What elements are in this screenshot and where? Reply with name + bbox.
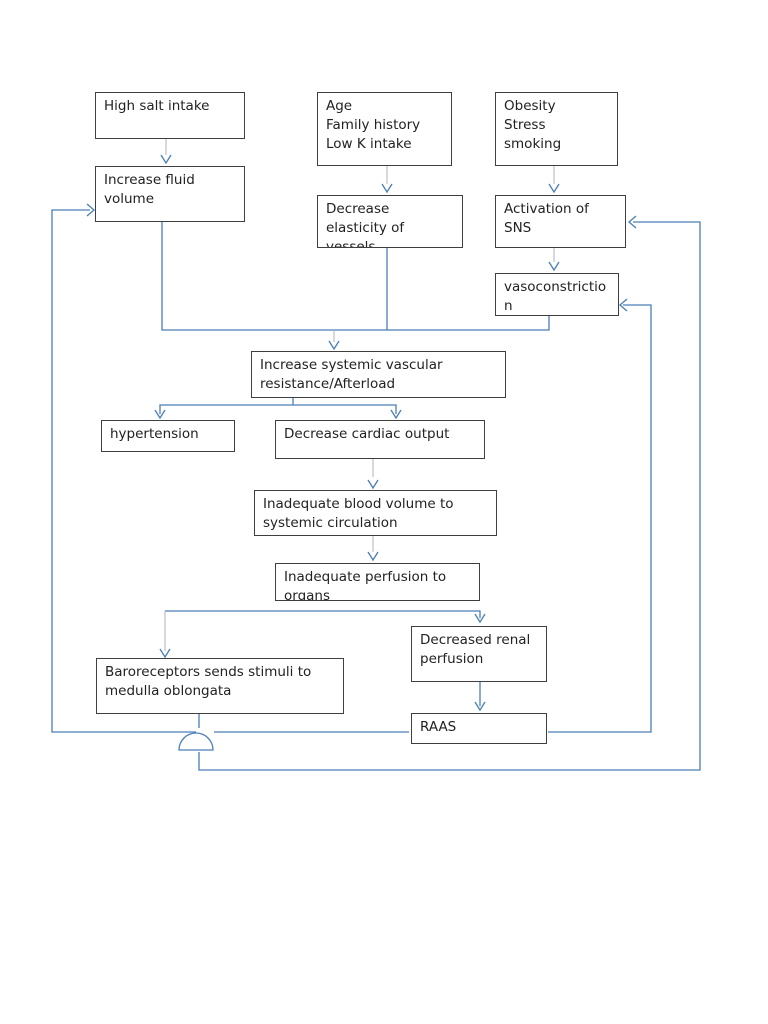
node-line: resistance/Afterload bbox=[260, 376, 396, 392]
arrowhead-raas bbox=[474, 701, 486, 712]
arrowhead-fluid bbox=[160, 154, 172, 165]
node-line: Obesity bbox=[504, 98, 556, 114]
node-line: Decrease bbox=[326, 201, 390, 217]
node-hypertension: hypertension bbox=[101, 420, 235, 452]
node-line: Increase fluid bbox=[104, 172, 195, 188]
node-age-family-history: Age Family history Low K intake bbox=[317, 92, 452, 166]
arrowhead-hypertension bbox=[154, 409, 166, 420]
node-line: Inadequate perfusion to bbox=[284, 569, 447, 585]
node-line: elasticity of bbox=[326, 220, 405, 236]
node-line: RAAS bbox=[420, 719, 457, 735]
node-line: hypertension bbox=[110, 426, 199, 442]
node-line: smoking bbox=[504, 136, 562, 152]
node-inadequate-blood-volume: Inadequate blood volume to systemic circ… bbox=[254, 490, 497, 536]
node-line: vessels bbox=[326, 239, 376, 248]
arrowhead-renal bbox=[474, 613, 486, 624]
arrowhead-baroreceptors bbox=[159, 648, 171, 659]
node-line: perfusion bbox=[420, 651, 484, 667]
node-decreased-renal-perfusion: Decreased renal perfusion bbox=[411, 626, 547, 682]
node-line: Stress bbox=[504, 117, 546, 133]
node-increase-fluid-volume: Increase fluid volume bbox=[95, 166, 245, 222]
node-line: Family history bbox=[326, 117, 421, 133]
node-line: vasoconstrictio bbox=[504, 279, 607, 295]
node-line: Decrease cardiac output bbox=[284, 426, 450, 442]
node-line: Decreased renal bbox=[420, 632, 531, 648]
node-line: Activation of bbox=[504, 201, 589, 217]
node-vasoconstriction: vasoconstrictio n bbox=[495, 273, 619, 316]
node-high-salt-intake: High salt intake bbox=[95, 92, 245, 139]
connector-feedback-fluid bbox=[51, 209, 196, 733]
arrowhead-vaso bbox=[548, 261, 560, 272]
node-obesity-stress: Obesity Stress smoking bbox=[495, 92, 618, 166]
arrowhead-perfusion bbox=[367, 551, 379, 562]
junction-symbol bbox=[178, 732, 214, 751]
arrowhead-cardiac-output bbox=[390, 409, 402, 420]
arrowhead-feedback-vaso bbox=[619, 298, 628, 312]
node-inadequate-perfusion: Inadequate perfusion to organs bbox=[275, 563, 480, 601]
connector-merge-bus bbox=[161, 222, 550, 331]
node-line: SNS bbox=[504, 220, 532, 236]
node-line: Baroreceptors sends stimuli to bbox=[105, 664, 312, 680]
arrowhead-blood-volume bbox=[367, 479, 379, 490]
node-line: organs bbox=[284, 588, 331, 601]
node-line: n bbox=[504, 298, 513, 314]
node-line: volume bbox=[104, 191, 155, 207]
node-raas: RAAS bbox=[411, 713, 547, 744]
arrowhead-svr bbox=[328, 340, 340, 351]
node-increase-svr: Increase systemic vascular resistance/Af… bbox=[251, 351, 506, 398]
arrowhead-feedback-sns bbox=[628, 215, 637, 229]
connector-feedback-sns bbox=[198, 221, 701, 771]
node-decrease-elasticity: Decrease elasticity of vessels bbox=[317, 195, 463, 248]
node-line: Age bbox=[326, 98, 353, 114]
connector-perfusion-split bbox=[165, 610, 481, 618]
node-line: systemic circulation bbox=[263, 515, 398, 531]
node-baroreceptors: Baroreceptors sends stimuli to medulla o… bbox=[96, 658, 344, 714]
node-line: Inadequate blood volume to bbox=[263, 496, 454, 512]
connector-raas-to-vaso bbox=[548, 304, 652, 733]
node-line: Low K intake bbox=[326, 136, 412, 152]
node-activation-of-sns: Activation of SNS bbox=[495, 195, 626, 248]
node-line: High salt intake bbox=[104, 98, 210, 114]
connector-svr-split bbox=[159, 398, 397, 414]
arrowhead-sns bbox=[548, 183, 560, 194]
node-line: medulla oblongata bbox=[105, 683, 232, 699]
node-decrease-cardiac-output: Decrease cardiac output bbox=[275, 420, 485, 459]
node-line: Increase systemic vascular bbox=[260, 357, 443, 373]
arrowhead-elasticity bbox=[381, 183, 393, 194]
arrowhead-feedback-fluid bbox=[86, 203, 95, 217]
